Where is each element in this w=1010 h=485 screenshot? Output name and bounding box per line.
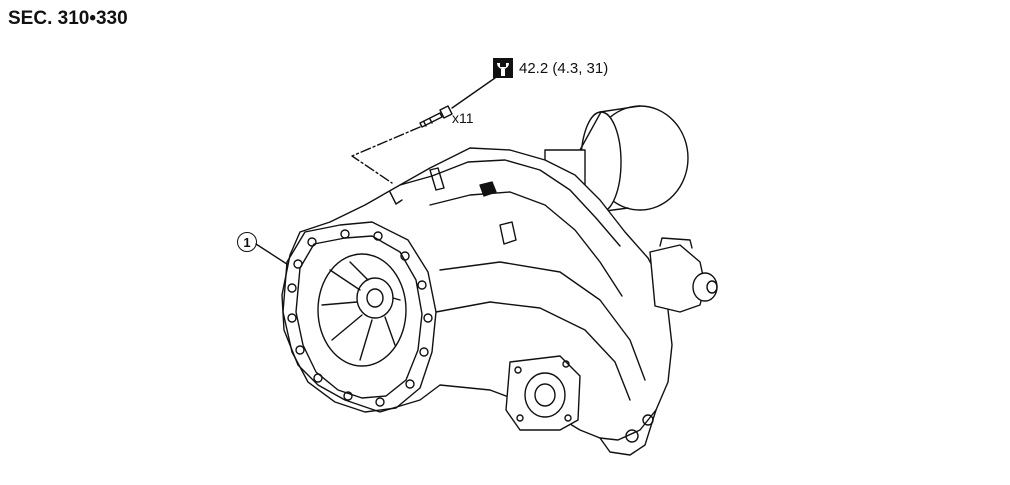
mounting-flange [282, 221, 437, 413]
front-output-flange [505, 355, 581, 431]
case-body [281, 147, 673, 441]
input-bore [317, 253, 407, 367]
install-dashline [351, 126, 421, 184]
flange-bolt-holes [287, 229, 433, 407]
bolt [419, 105, 453, 128]
torque-value: 42.2 (4.3, 31) [519, 59, 609, 77]
section-title: SEC. 310•330 [8, 8, 128, 29]
part-callout-1: 1 [237, 232, 257, 252]
bolt-quantity: x11 [452, 110, 474, 126]
actuator-motor [649, 237, 718, 313]
direction-arrow-icon [479, 181, 497, 197]
torque-wrench-icon [493, 58, 513, 78]
torque-leader-line [451, 77, 496, 109]
torque-spec: 42.2 (4.3, 31) [493, 57, 608, 79]
